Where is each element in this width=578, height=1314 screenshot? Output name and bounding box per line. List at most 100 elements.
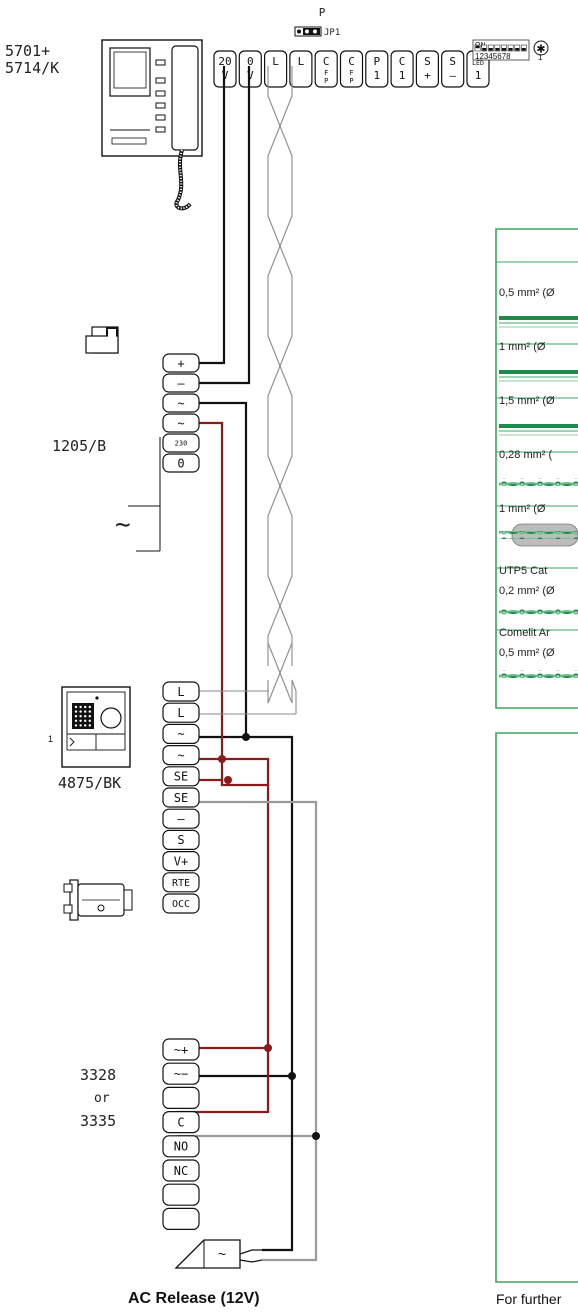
wire-relay-black [177,735,294,1078]
svg-text:—: — [177,812,185,826]
dip-numbers: 12345678 [475,52,511,61]
terminal: ~ [162,413,200,433]
terminal: V+ [162,850,200,872]
svg-text:0,2 mm² (Ø: 0,2 mm² (Ø [499,585,555,597]
relay-model-alt: 3335 [80,1112,116,1130]
svg-text:OCC: OCC [172,899,190,910]
svg-text:L: L [177,685,184,699]
svg-text:C: C [399,55,406,68]
monitor-terminal: CFP [314,50,338,88]
svg-text:L: L [298,55,305,68]
svg-text:✱: ✱ [536,44,545,56]
notes-box [495,732,578,1283]
svg-text:~: ~ [218,1246,226,1262]
monitor-terminal: S+ [415,50,439,88]
monitor-icon [101,39,203,211]
relay-or-text: or [94,1091,110,1106]
svg-text:Comelit Ar: Comelit Ar [499,627,550,639]
svg-text:NO: NO [174,1140,188,1154]
svg-text:—: — [177,376,185,390]
svg-text:~−: ~− [174,1067,188,1081]
svg-text:L: L [177,706,184,720]
svg-text:~: ~ [177,416,184,430]
door-panel-terminals: LL ~ ~ SE SE — S V+ RTE OCC [162,681,200,914]
monitor-model-line2: 5714/K [5,59,59,77]
terminal: ~− [162,1062,200,1085]
footer-text: For further [496,1291,562,1307]
jumper-jp1: P JP1 [294,6,340,38]
terminal: C [162,1110,200,1134]
terminal: ~ [162,393,200,413]
dip-note-number: 1 [538,53,543,62]
cable-table-row: 1 mm² (Ø [496,341,578,399]
svg-text:~: ~ [177,748,184,762]
wire-junctions [218,733,320,1140]
note-asterisk-icon: ✱ [533,40,549,56]
svg-text:0: 0 [177,456,184,470]
svg-text:~: ~ [177,396,184,410]
svg-text:~+: ~+ [174,1043,188,1057]
svg-text:RTE: RTE [172,878,190,889]
monitor-terminal: 0V [238,50,262,88]
terminal [162,1086,200,1110]
svg-text:F: F [349,69,353,77]
terminal: SE [162,787,200,808]
terminal: OCC [162,893,200,914]
dip-switch[interactable]: ON 12345678 [472,39,530,61]
svg-text:+: + [177,356,184,370]
cable-table: 0,5 mm² (Ø1 mm² (Ø1,5 mm² (Ø0,28 mm² (1 … [495,228,578,709]
terminal: L [162,702,200,723]
svg-text:S: S [449,55,456,68]
svg-text:V: V [247,69,254,82]
svg-text:LED: LED [472,59,484,67]
svg-text:0,28 mm² (: 0,28 mm² ( [499,449,553,461]
svg-text:V+: V+ [174,854,188,868]
monitor-terminal: L [264,50,288,88]
svg-text:S: S [177,833,184,847]
power-supply-model: 1205/B [52,437,106,455]
svg-text:0,5 mm² (Ø: 0,5 mm² (Ø [499,647,555,659]
terminal: 230 [162,433,200,453]
svg-text:NC: NC [174,1164,188,1178]
terminal: + [162,353,200,373]
mains-ac-icon: ∼ [115,510,131,540]
relay-terminals: ~+ ~− C NO NC [162,1038,200,1231]
svg-text:1: 1 [399,69,406,82]
svg-text:+: + [424,69,431,82]
jumper-letter: P [319,6,326,19]
wire-se-grey [177,800,318,1262]
wire-release-black [262,1076,294,1252]
power-supply-terminals: + — ~ ~230 0 [162,353,200,473]
wire-relay-red2 [177,757,270,1050]
terminal: — [162,373,200,393]
terminal: 0 [162,453,200,473]
terminal: RTE [162,872,200,893]
terminal: ~ [162,744,200,766]
svg-text:1: 1 [373,69,380,82]
svg-text:SE: SE [174,770,188,784]
cable-table-row: 0,5 mm² (Ø [496,287,578,345]
release-label: AC Release (12V) [128,1290,260,1307]
svg-text:C: C [323,55,330,68]
release-icon: ~ [174,1239,263,1269]
svg-text:~: ~ [177,727,184,741]
terminal: — [162,808,200,829]
bus-twisted-pair [177,66,297,715]
door-panel-side-number: 1 [48,734,53,744]
svg-text:V: V [222,69,229,82]
lock-icon [63,879,133,921]
svg-text:230: 230 [175,440,188,448]
svg-text:P: P [373,55,380,68]
terminal: ~ [162,723,200,745]
svg-text:C: C [177,1115,184,1129]
cable-table-row: Comelit Ar 0,5 mm² (Ø [496,627,578,709]
monitor-terminal: S— [441,50,465,88]
monitor-model-line1: 5701+ [5,42,50,60]
terminal: S [162,829,200,851]
svg-text:S: S [424,55,431,68]
cable-table-row: 0,28 mm² ( [496,449,578,507]
svg-text:20: 20 [218,55,231,68]
